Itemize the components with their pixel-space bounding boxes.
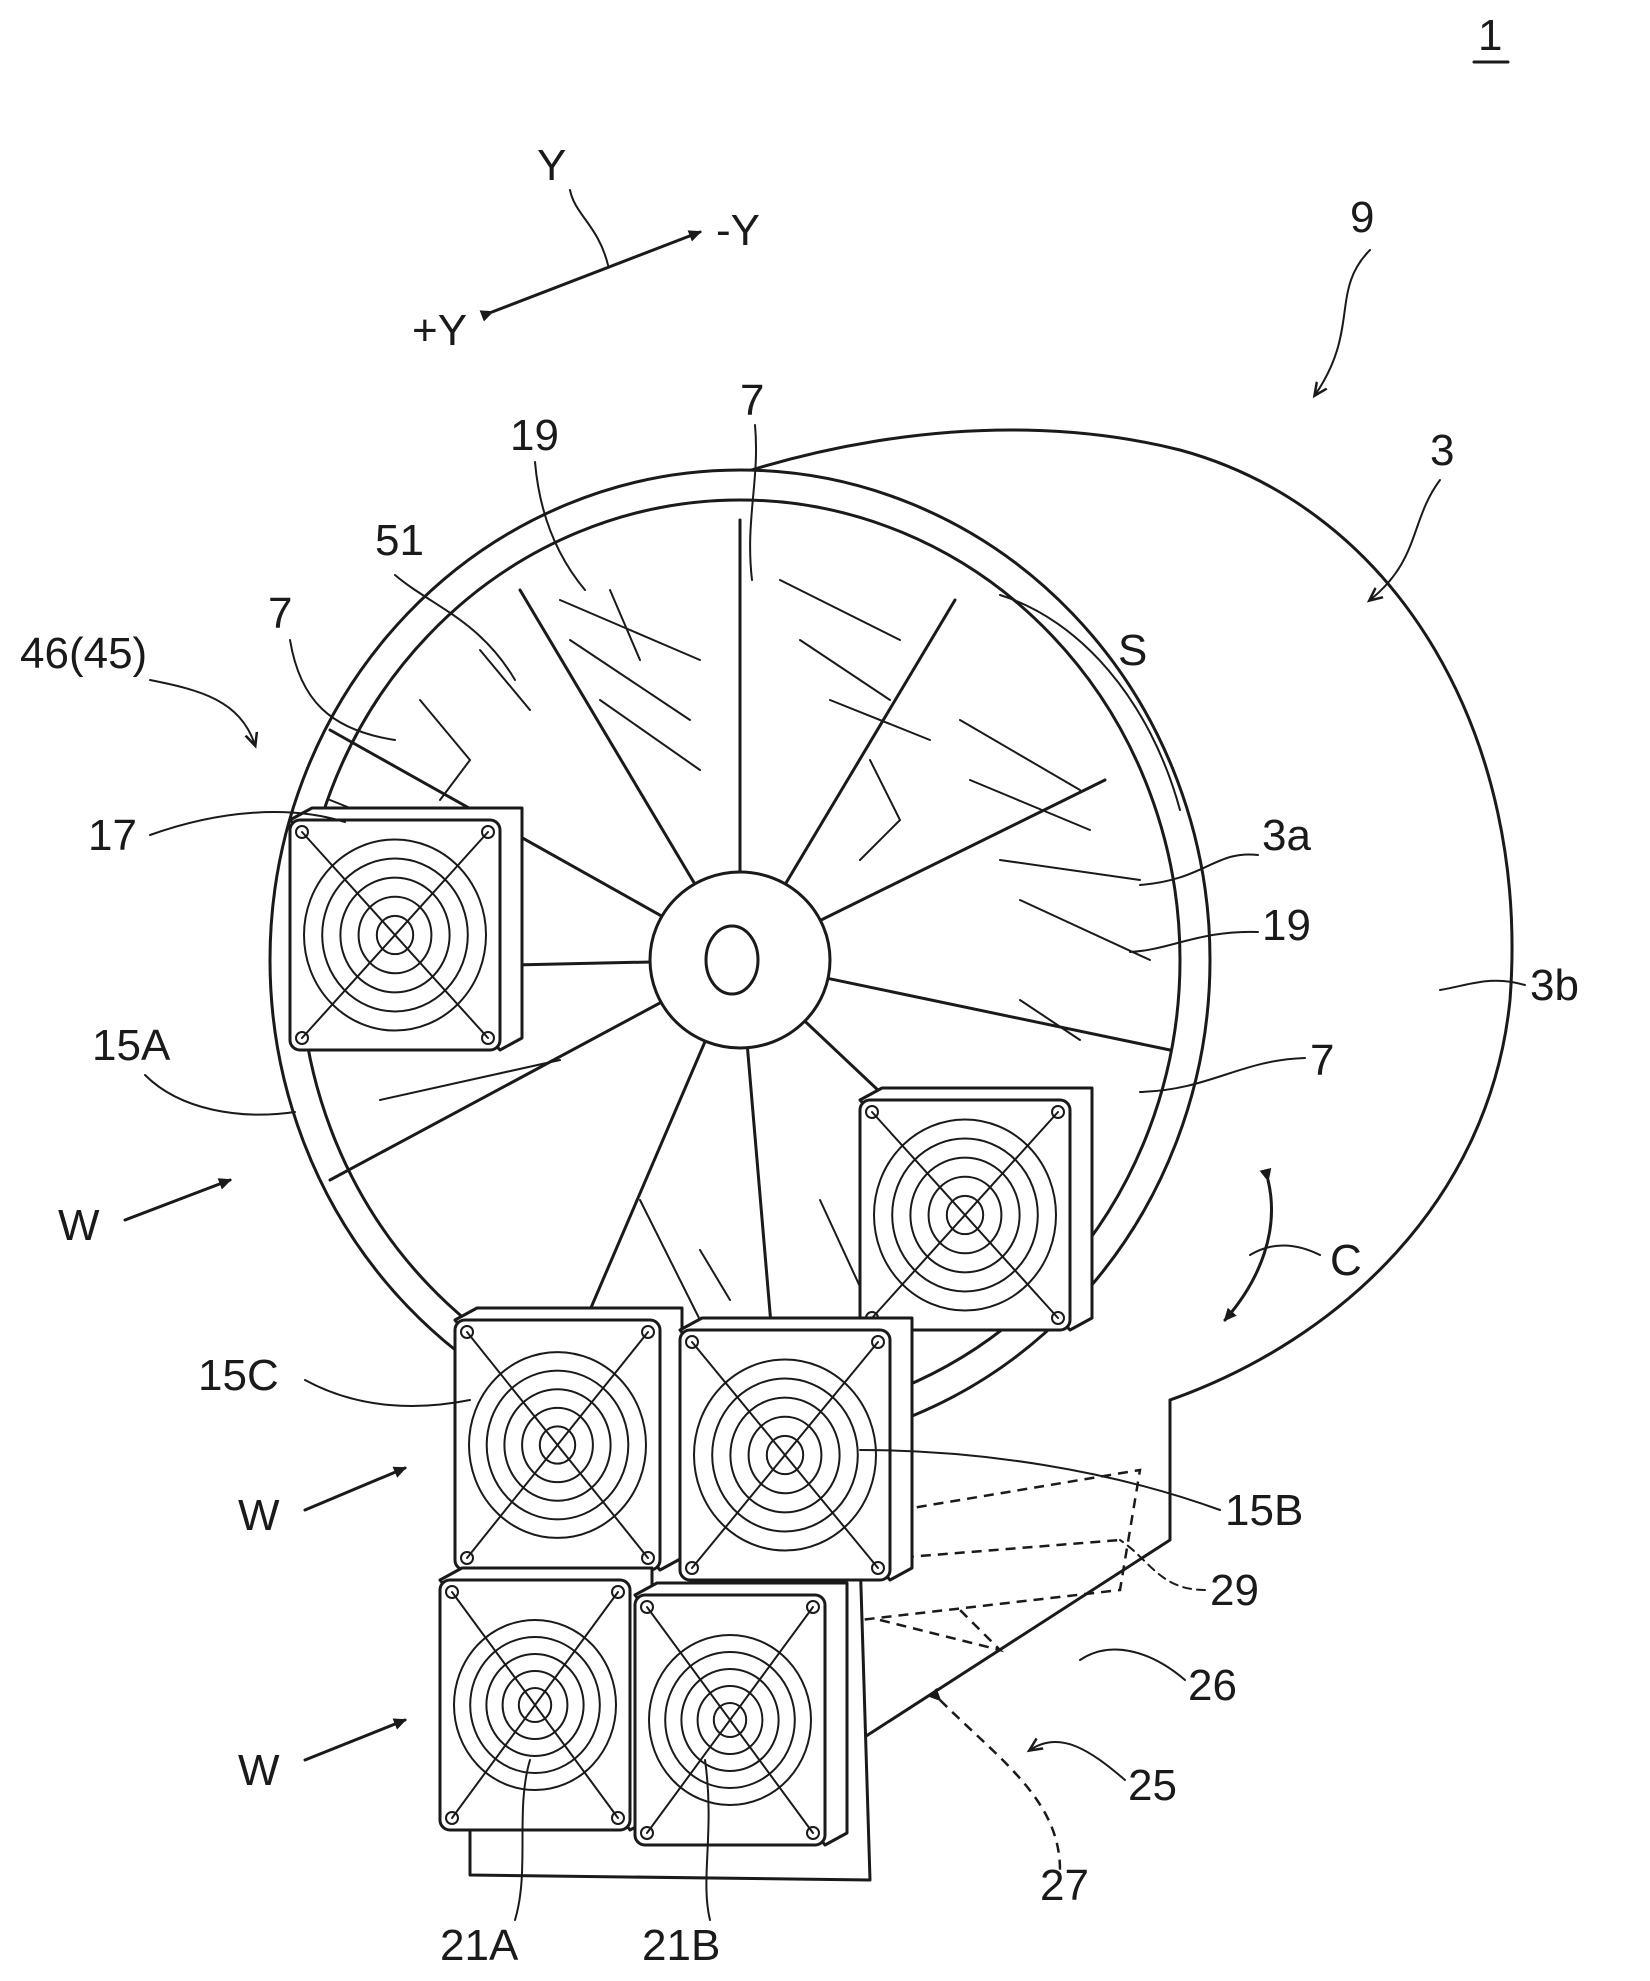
- svg-text:15A: 15A: [92, 1021, 171, 1070]
- svg-text:25: 25: [1128, 1761, 1177, 1810]
- svg-text:-Y: -Y: [716, 206, 760, 255]
- fan-15c: [453, 1306, 684, 1572]
- wheel-hub: [648, 870, 832, 1050]
- svg-text:26: 26: [1188, 1661, 1237, 1710]
- reference-labels: 9 3 S 3a 19 3b 7 7 19 51 7 46(45) 17 15A…: [20, 193, 1579, 1970]
- svg-text:W: W: [238, 1491, 280, 1540]
- figure-number: 1: [1472, 11, 1510, 64]
- svg-text:W: W: [238, 1746, 280, 1795]
- svg-text:+Y: +Y: [412, 306, 467, 355]
- svg-text:15C: 15C: [198, 1351, 279, 1400]
- fan-15a: [288, 806, 524, 1052]
- svg-text:3a: 3a: [1262, 811, 1311, 860]
- svg-text:3b: 3b: [1530, 961, 1579, 1010]
- svg-text:27: 27: [1040, 1861, 1089, 1910]
- wind-arrows: W W W: [58, 1178, 407, 1795]
- svg-text:19: 19: [510, 411, 559, 460]
- svg-text:51: 51: [375, 516, 424, 565]
- svg-text:7: 7: [268, 589, 292, 638]
- svg-text:9: 9: [1350, 193, 1374, 242]
- fan-21a: [438, 1566, 654, 1832]
- svg-text:7: 7: [1310, 1036, 1334, 1085]
- svg-text:21A: 21A: [440, 1921, 519, 1970]
- rotation-arrow: C: [1223, 1167, 1362, 1322]
- svg-text:W: W: [58, 1201, 100, 1250]
- svg-text:17: 17: [88, 811, 137, 860]
- svg-text:46(45): 46(45): [20, 629, 147, 678]
- svg-text:29: 29: [1210, 1566, 1259, 1615]
- svg-text:21B: 21B: [642, 1921, 720, 1970]
- axis-indicator: Y -Y +Y: [412, 141, 760, 355]
- svg-text:15B: 15B: [1225, 1486, 1303, 1535]
- svg-text:Y: Y: [537, 141, 566, 190]
- svg-text:19: 19: [1262, 901, 1311, 950]
- svg-text:S: S: [1118, 626, 1147, 675]
- fan-group: [288, 806, 1094, 1882]
- fan-21b: [633, 1581, 849, 1847]
- fan-15-right: [858, 1086, 1094, 1332]
- svg-text:7: 7: [740, 376, 764, 425]
- svg-text:C: C: [1330, 1236, 1362, 1285]
- svg-text:1: 1: [1478, 11, 1502, 60]
- fan-15b: [678, 1316, 914, 1582]
- svg-text:3: 3: [1430, 426, 1454, 475]
